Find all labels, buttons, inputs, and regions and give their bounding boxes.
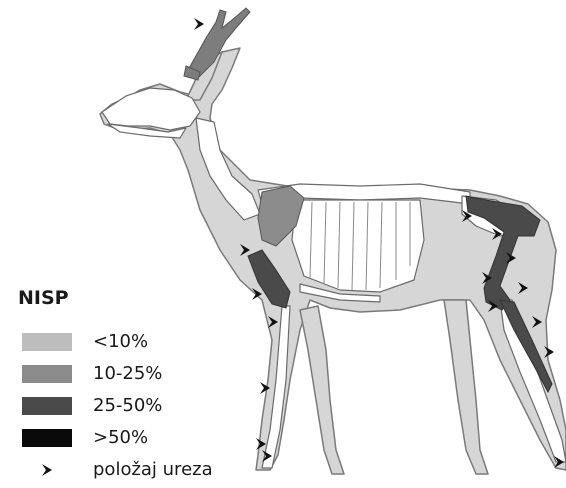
notch-arrow-icon bbox=[194, 18, 204, 30]
legend-label-25-50: 25-50% bbox=[93, 396, 162, 416]
legend-swatch-gt50 bbox=[22, 429, 72, 447]
deer-far-hindleg bbox=[444, 300, 488, 474]
legend-swatch-10-25 bbox=[22, 365, 72, 383]
deer-far-foreleg bbox=[300, 306, 344, 474]
legend-label-gt50: >50% bbox=[93, 428, 148, 448]
legend-title: NISP bbox=[18, 287, 69, 309]
notch-arrow-icon bbox=[40, 462, 54, 478]
legend-swatch-lt10 bbox=[22, 333, 72, 351]
legend-label-10-25: 10-25% bbox=[93, 364, 162, 384]
legend-label-marker: položaj ureza bbox=[93, 460, 213, 480]
legend-label-lt10: <10% bbox=[93, 332, 148, 352]
legend-swatch-25-50 bbox=[22, 397, 72, 415]
